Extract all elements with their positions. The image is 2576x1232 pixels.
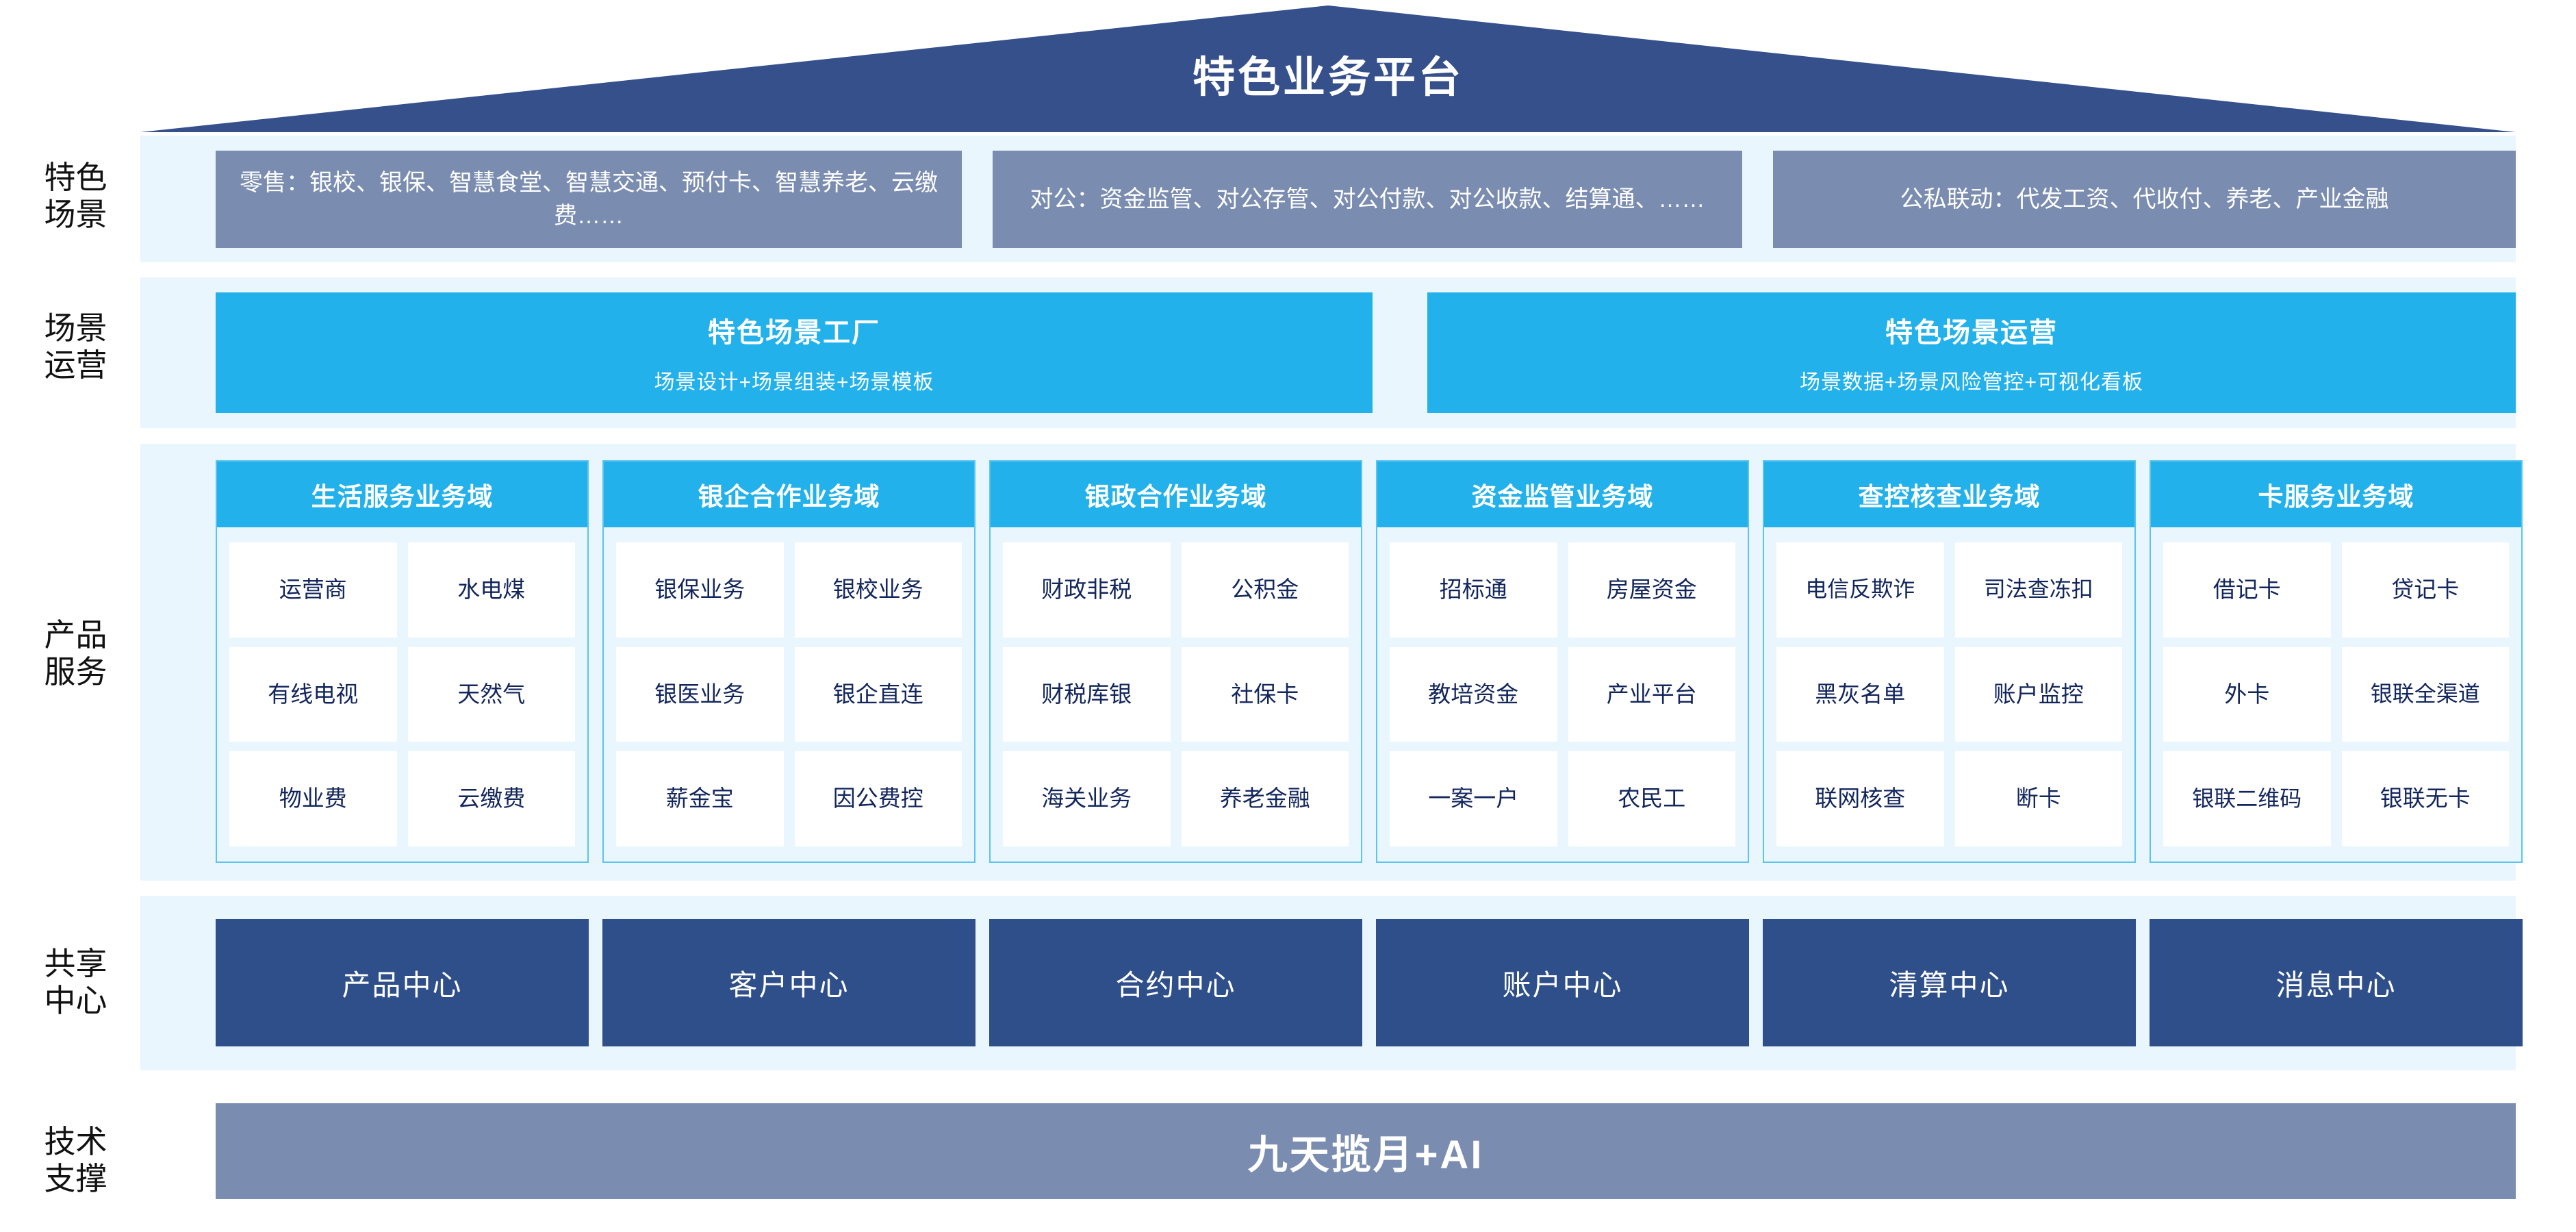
product-item-cell[interactable]: 有线电视 (229, 646, 397, 742)
product-item-cell[interactable]: 外卡 (2163, 646, 2331, 742)
product-domain-card[interactable]: 银企合作业务域银保业务银校业务银医业务银企直连薪金宝因公费控 (602, 460, 975, 863)
shared-center-box[interactable]: 消息中心 (2150, 919, 2523, 1046)
operations-panel: 特色场景工厂 场景设计+场景组装+场景模板 特色场景运营 场景数据+场景风险管控… (140, 277, 2516, 428)
product-item-cell[interactable]: 财税库银 (1003, 646, 1171, 742)
roof-shape (140, 5, 2516, 132)
product-item-cell[interactable]: 黑灰名单 (1776, 646, 1944, 742)
product-domain-card[interactable]: 卡服务业务域借记卡贷记卡外卡银联全渠道银联二维码银联无卡 (2150, 460, 2523, 863)
product-item-cell[interactable]: 借记卡 (2163, 542, 2331, 638)
product-item-cell[interactable]: 农民工 (1568, 751, 1735, 846)
product-domain-title: 查控核查业务域 (1764, 462, 2134, 527)
shared-center-box[interactable]: 清算中心 (1763, 919, 2136, 1046)
product-item-cell[interactable]: 银保业务 (616, 542, 784, 638)
product-domain-card[interactable]: 查控核查业务域电信反欺诈司法查冻扣黑灰名单账户监控联网核查断卡 (1763, 460, 2136, 863)
product-item-cell[interactable]: 教培资金 (1390, 646, 1557, 742)
scenes-panel: 零售：银校、银保、智慧食堂、智慧交通、预付卡、智慧养老、云缴费…… 对公：资金监… (140, 136, 2516, 262)
operation-subtitle: 场景数据+场景风险管控+可视化看板 (1799, 371, 2144, 394)
scene-box-public-private[interactable]: 公私联动：代发工资、代收付、养老、产业金融 (1773, 151, 2516, 248)
product-item-cell[interactable]: 账户监控 (1954, 646, 2122, 742)
product-item-cell[interactable]: 物业费 (229, 751, 397, 846)
product-domain-card[interactable]: 资金监管业务域招标通房屋资金教培资金产业平台一案一户农民工 (1376, 460, 1749, 863)
row-label-products: 产品服务 (44, 617, 107, 690)
product-item-cell[interactable]: 银企直连 (794, 646, 962, 742)
product-item-cell[interactable]: 云缴费 (407, 751, 575, 846)
product-item-cell[interactable]: 财政非税 (1003, 542, 1171, 638)
product-item-cell[interactable]: 电信反欺诈 (1776, 542, 1944, 638)
product-item-cell[interactable]: 联网核查 (1776, 751, 1944, 846)
product-domain-grid: 电信反欺诈司法查冻扣黑灰名单账户监控联网核查断卡 (1764, 527, 2134, 862)
product-item-cell[interactable]: 薪金宝 (616, 751, 784, 846)
product-domain-grid: 银保业务银校业务银医业务银企直连薪金宝因公费控 (604, 527, 974, 862)
product-item-cell[interactable]: 因公费控 (794, 751, 962, 846)
scene-box-corporate[interactable]: 对公：资金监管、对公存管、对公付款、对公收款、结算通、…… (993, 151, 1742, 248)
product-domain-grid: 财政非税公积金财税库银社保卡海关业务养老金融 (991, 527, 1361, 862)
product-domain-grid: 招标通房屋资金教培资金产业平台一案一户农民工 (1377, 527, 1748, 862)
product-item-cell[interactable]: 养老金融 (1181, 751, 1349, 846)
product-domain-title: 生活服务业务域 (217, 462, 587, 527)
product-item-cell[interactable]: 公积金 (1181, 542, 1349, 638)
product-domain-card[interactable]: 银政合作业务域财政非税公积金财税库银社保卡海关业务养老金融 (989, 460, 1362, 863)
shared-center-box[interactable]: 产品中心 (216, 919, 589, 1046)
operation-box-scene-operation[interactable]: 特色场景运营 场景数据+场景风险管控+可视化看板 (1427, 292, 2516, 413)
platform-roof-banner: 特色业务平台 (140, 5, 2516, 132)
product-domain-title: 银政合作业务域 (991, 462, 1361, 527)
product-item-cell[interactable]: 招标通 (1390, 542, 1557, 638)
row-label-shared-centers: 共享中心 (44, 946, 107, 1019)
operation-title: 特色场景运营 (1885, 318, 2058, 348)
operation-box-scene-factory[interactable]: 特色场景工厂 场景设计+场景组装+场景模板 (216, 292, 1373, 413)
product-item-cell[interactable]: 银联无卡 (2341, 751, 2509, 846)
product-item-cell[interactable]: 司法查冻扣 (1954, 542, 2122, 638)
shared-center-box[interactable]: 客户中心 (602, 919, 975, 1046)
product-item-cell[interactable]: 产业平台 (1568, 646, 1735, 742)
product-item-cell[interactable]: 社保卡 (1181, 646, 1349, 742)
row-label-tech-support: 技术支撑 (44, 1124, 107, 1197)
tech-support-panel: 九天揽月+AI (140, 1088, 2516, 1215)
shared-center-box[interactable]: 账户中心 (1376, 919, 1749, 1046)
tech-support-box[interactable]: 九天揽月+AI (216, 1103, 2516, 1199)
shared-centers-panel: 产品中心客户中心合约中心账户中心清算中心消息中心 (140, 896, 2523, 1070)
scene-box-retail[interactable]: 零售：银校、银保、智慧食堂、智慧交通、预付卡、智慧养老、云缴费…… (216, 151, 962, 248)
product-item-cell[interactable]: 银医业务 (616, 646, 784, 742)
product-domain-title: 资金监管业务域 (1377, 462, 1748, 527)
product-domain-card[interactable]: 生活服务业务域运营商水电煤有线电视天然气物业费云缴费 (216, 460, 589, 863)
page-title: 特色业务平台 (1192, 54, 1464, 101)
operation-title: 特色场景工厂 (708, 318, 880, 348)
product-item-cell[interactable]: 银联二维码 (2163, 751, 2331, 846)
products-panel: 生活服务业务域运营商水电煤有线电视天然气物业费云缴费银企合作业务域银保业务银校业… (140, 444, 2523, 881)
product-item-cell[interactable]: 断卡 (1954, 751, 2122, 846)
product-item-cell[interactable]: 海关业务 (1003, 751, 1171, 846)
product-domain-title: 银企合作业务域 (604, 462, 974, 527)
product-item-cell[interactable]: 房屋资金 (1568, 542, 1735, 638)
product-domain-grid: 借记卡贷记卡外卡银联全渠道银联二维码银联无卡 (2151, 527, 2521, 862)
row-label-scenes: 特色场景 (44, 160, 107, 233)
product-item-cell[interactable]: 天然气 (407, 646, 575, 742)
product-item-cell[interactable]: 一案一户 (1390, 751, 1557, 846)
product-item-cell[interactable]: 银联全渠道 (2341, 646, 2509, 742)
product-item-cell[interactable]: 水电煤 (407, 542, 575, 638)
product-item-cell[interactable]: 银校业务 (794, 542, 962, 638)
product-item-cell[interactable]: 贷记卡 (2341, 542, 2509, 638)
row-label-operations: 场景运营 (44, 310, 107, 384)
product-item-cell[interactable]: 运营商 (229, 542, 397, 638)
shared-center-box[interactable]: 合约中心 (989, 919, 1362, 1046)
product-domain-title: 卡服务业务域 (2151, 462, 2521, 527)
operation-subtitle: 场景设计+场景组装+场景模板 (654, 371, 934, 394)
product-domain-grid: 运营商水电煤有线电视天然气物业费云缴费 (217, 527, 587, 862)
